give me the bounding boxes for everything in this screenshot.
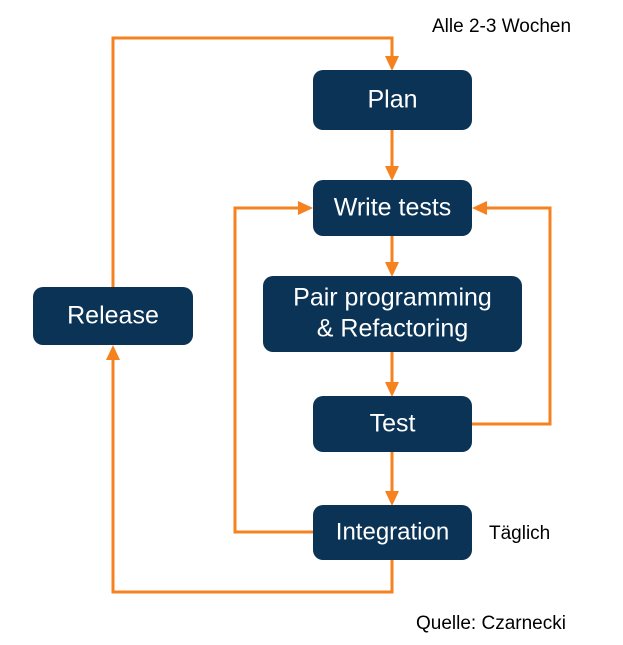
node-test[interactable]: Test xyxy=(313,396,472,452)
edge-write-to-pair xyxy=(385,236,399,277)
edge-write-to-pair-arrowhead xyxy=(385,262,399,277)
node-plan[interactable]: Plan xyxy=(313,70,472,130)
node-release-shape[interactable] xyxy=(33,287,193,345)
node-test-label: Test xyxy=(370,410,416,438)
edge-test-to-write-arrowhead xyxy=(472,201,487,215)
node-plan-label: Plan xyxy=(367,86,417,114)
annotation-source: Quelle: Czarnecki xyxy=(416,613,566,634)
node-pair-programming-label-line1: Pair programming xyxy=(293,284,492,312)
node-write-tests[interactable]: Write tests xyxy=(313,180,472,236)
node-write-tests-shape[interactable] xyxy=(313,180,472,236)
edge-test-to-write xyxy=(472,201,552,426)
edge-test-to-write-path xyxy=(472,206,552,426)
edge-release-to-plan-arrowhead xyxy=(385,56,399,71)
edge-integration-to-write-path xyxy=(233,206,313,534)
node-release[interactable]: Release xyxy=(33,287,193,345)
edge-integration-to-release-path xyxy=(111,354,394,594)
edge-pair-to-test-arrowhead xyxy=(385,382,399,397)
edge-plan-to-write-arrowhead xyxy=(385,166,399,181)
edge-test-to-integration-arrowhead xyxy=(385,491,399,506)
edge-integration-to-release xyxy=(106,345,394,594)
node-pair-programming-shape[interactable] xyxy=(263,276,522,352)
node-release-label: Release xyxy=(67,302,159,330)
node-integration-label: Integration xyxy=(336,518,449,545)
node-test-shape[interactable] xyxy=(313,396,472,452)
edge-integration-to-write xyxy=(233,201,313,534)
node-pair-programming-label-line2: & Refactoring xyxy=(317,315,468,343)
node-integration[interactable]: Integration xyxy=(313,505,472,560)
edge-integration-to-release-arrowhead xyxy=(106,345,120,360)
edge-test-to-integration xyxy=(385,452,399,506)
edge-release-to-plan-path xyxy=(111,36,394,287)
node-pair-programming[interactable]: Pair programming & Refactoring xyxy=(263,276,522,352)
node-integration-shape[interactable] xyxy=(313,505,472,560)
annotation-cadence-weeks: Alle 2-3 Wochen xyxy=(432,16,571,37)
edge-plan-to-write xyxy=(385,130,399,181)
annotation-cadence-daily: Täglich xyxy=(489,523,550,544)
edge-pair-to-test xyxy=(385,352,399,397)
node-write-tests-label: Write tests xyxy=(334,194,452,222)
edge-integration-to-write-arrowhead xyxy=(298,201,313,215)
node-plan-shape[interactable] xyxy=(313,70,472,130)
edge-release-to-plan xyxy=(111,36,399,287)
